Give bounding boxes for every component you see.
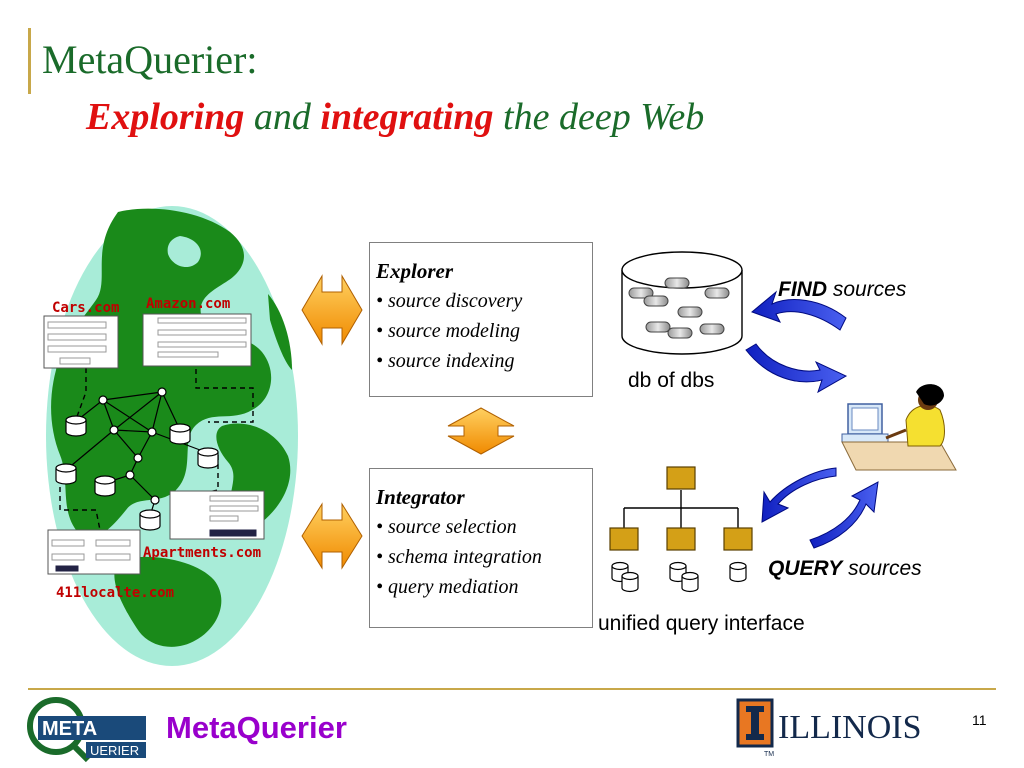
explorer-item-indexing: • source indexing bbox=[376, 350, 515, 372]
site-label-411localte: 411localte.com bbox=[56, 585, 175, 601]
page-number: 11 bbox=[972, 712, 987, 728]
db-of-dbs-label: db of dbs bbox=[628, 369, 715, 392]
illinois-text: ILLINOIS bbox=[778, 709, 922, 746]
query-tree bbox=[623, 490, 739, 528]
explorer-heading: Explorer bbox=[376, 259, 454, 283]
site-label-cars: Cars.com bbox=[52, 300, 120, 316]
subtitle-rest: the deep Web bbox=[493, 96, 705, 138]
integrator-item-mediation: • query mediation bbox=[376, 576, 519, 598]
trademark-text: TM bbox=[764, 751, 774, 758]
find-bold: FIND bbox=[778, 278, 827, 301]
blue-arrow-find-left bbox=[751, 290, 847, 331]
query-rest: sources bbox=[842, 557, 922, 580]
person-at-computer-illustration bbox=[841, 384, 957, 471]
site-label-amazon: Amazon.com bbox=[146, 296, 231, 312]
find-rest: sources bbox=[827, 278, 907, 301]
db-of-dbs-cylinder bbox=[621, 251, 743, 355]
orange-arrow-explorer bbox=[301, 274, 363, 346]
411-form-thumbnail bbox=[47, 529, 141, 575]
tree-db-cylinders bbox=[611, 561, 747, 593]
footer-divider bbox=[28, 688, 996, 690]
subtitle-integrating: integrating bbox=[320, 96, 494, 138]
integrator-box: Integrator • source selection • schema i… bbox=[369, 468, 593, 628]
integrator-item-selection: • source selection bbox=[376, 516, 517, 538]
site-label-apartments: Apartments.com bbox=[143, 545, 262, 561]
blue-arrow-query-right bbox=[809, 481, 879, 549]
cars-form-thumbnail bbox=[43, 315, 119, 369]
globe-db-cylinders bbox=[55, 415, 219, 531]
blue-arrow-query-left bbox=[761, 467, 837, 523]
explorer-item-discovery: • source discovery bbox=[376, 290, 523, 312]
title-accent-bar bbox=[28, 28, 31, 94]
orange-arrow-integrator bbox=[301, 502, 363, 570]
amazon-form-thumbnail bbox=[142, 313, 252, 367]
metaquerier-logo: META UERIER bbox=[27, 697, 146, 763]
slide-subtitle: Exploring and integrating the deep Web bbox=[86, 98, 704, 136]
tree-folders bbox=[609, 466, 753, 551]
logo-meta-text: META bbox=[42, 718, 97, 740]
explorer-box: Explorer • source discovery • source mod… bbox=[369, 242, 593, 397]
subtitle-exploring: Exploring bbox=[86, 96, 245, 138]
apartments-form-thumbnail bbox=[169, 490, 265, 540]
explorer-item-modeling: • source modeling bbox=[376, 320, 521, 342]
find-sources-label: FIND sources bbox=[778, 278, 906, 302]
unified-query-interface-label: unified query interface bbox=[598, 612, 805, 635]
network-nodes bbox=[98, 387, 167, 505]
slide-title: MetaQuerier: bbox=[42, 37, 258, 82]
illinois-logo: ILLINOIS TM bbox=[736, 698, 922, 758]
integrator-item-schema: • schema integration bbox=[376, 546, 542, 568]
blue-arrow-find-right bbox=[745, 343, 848, 394]
integrator-heading: Integrator bbox=[376, 485, 465, 509]
orange-arrow-vertical bbox=[447, 407, 515, 455]
logo-querier-text: UERIER bbox=[90, 743, 139, 758]
query-bold: QUERY bbox=[768, 557, 843, 580]
query-sources-label: QUERY sources bbox=[768, 557, 922, 581]
network-dashed-links bbox=[59, 360, 254, 531]
subtitle-and: and bbox=[244, 96, 321, 138]
footer-brand-name: MetaQuerier bbox=[166, 710, 347, 745]
